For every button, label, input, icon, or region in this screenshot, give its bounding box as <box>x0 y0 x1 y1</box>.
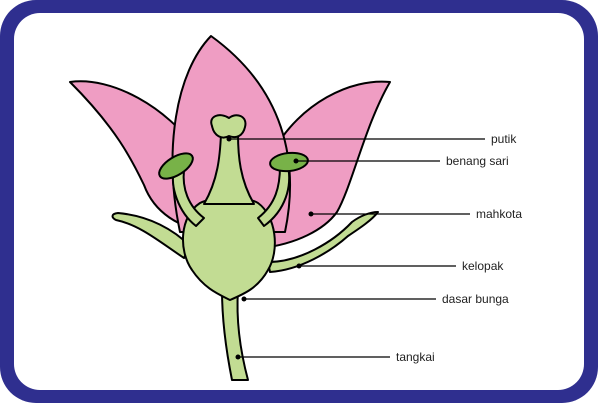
leader-dasar-bunga-dot <box>242 297 247 302</box>
leader-putik-dot <box>227 137 232 142</box>
leader-kelopak-dot <box>297 264 302 269</box>
leader-tangkai-dot <box>236 355 241 360</box>
label-putik: putik <box>491 132 517 146</box>
leader-benang-sari-dot <box>294 159 299 164</box>
label-mahkota: mahkota <box>476 207 522 221</box>
pistil-stigma <box>211 115 245 137</box>
label-benang-sari: benang sari <box>446 154 509 168</box>
leader-mahkota-dot <box>309 212 314 217</box>
label-tangkai: tangkai <box>396 350 435 364</box>
label-dasar-bunga: dasar bunga <box>442 292 509 306</box>
label-kelopak: kelopak <box>462 259 504 273</box>
